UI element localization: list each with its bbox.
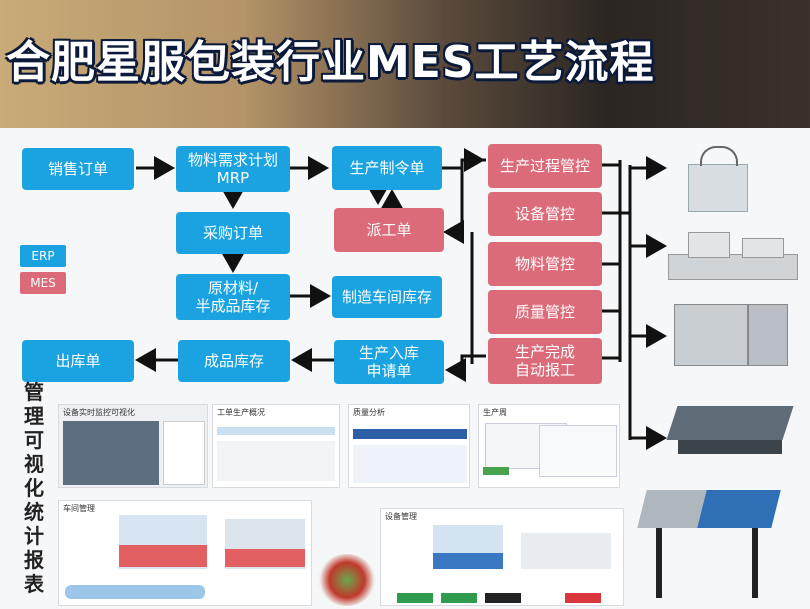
box-raw-stock: 原材料/半成品库存 bbox=[176, 274, 290, 320]
machine-conveyor-table-icon bbox=[637, 482, 782, 602]
box-purchase-order: 采购订单 bbox=[176, 212, 290, 254]
box-process-control: 生产过程管控 bbox=[488, 144, 602, 188]
machine-dispenser-icon bbox=[680, 140, 760, 212]
box-dispatch: 派工单 bbox=[334, 208, 444, 252]
legend-mes: MES bbox=[20, 272, 66, 294]
thumb-workshop: 车间管理 bbox=[58, 500, 312, 606]
box-material-control: 物料管控 bbox=[488, 242, 602, 286]
header-banner bbox=[0, 0, 810, 135]
box-equipment-control: 设备管控 bbox=[488, 192, 602, 236]
thumb-production-week: 生产周 bbox=[478, 404, 620, 488]
machine-filling-line-icon bbox=[668, 224, 798, 286]
machine-cabinet-icon bbox=[670, 300, 792, 368]
page-title: 合肥星服包装行业MES工艺流程 bbox=[6, 37, 655, 88]
box-auto-report: 生产完成自动报工 bbox=[488, 338, 602, 384]
box-production-order: 生产制令单 bbox=[332, 146, 442, 190]
side-label: 管理可视化统计报表 bbox=[24, 380, 44, 596]
legend-erp: ERP bbox=[20, 245, 66, 267]
thumb-quality-analysis: 质量分析 bbox=[348, 404, 470, 488]
thumb-work-order: 工单生产概况 bbox=[212, 404, 340, 488]
thumb-equipment-visual: 设备实时监控可视化 bbox=[58, 404, 208, 488]
box-inbound-request: 生产入库申请单 bbox=[334, 340, 444, 384]
food-tray-image bbox=[318, 554, 376, 606]
box-sales-order: 销售订单 bbox=[22, 148, 134, 190]
box-workshop-stock: 制造车间库存 bbox=[332, 276, 442, 318]
box-outbound: 出库单 bbox=[22, 340, 134, 382]
machine-cutting-table-icon bbox=[666, 394, 794, 460]
box-finished-stock: 成品库存 bbox=[178, 340, 290, 382]
box-quality-control: 质量管控 bbox=[488, 290, 602, 334]
thumb-equipment-mgmt: 设备管理 bbox=[380, 508, 624, 606]
